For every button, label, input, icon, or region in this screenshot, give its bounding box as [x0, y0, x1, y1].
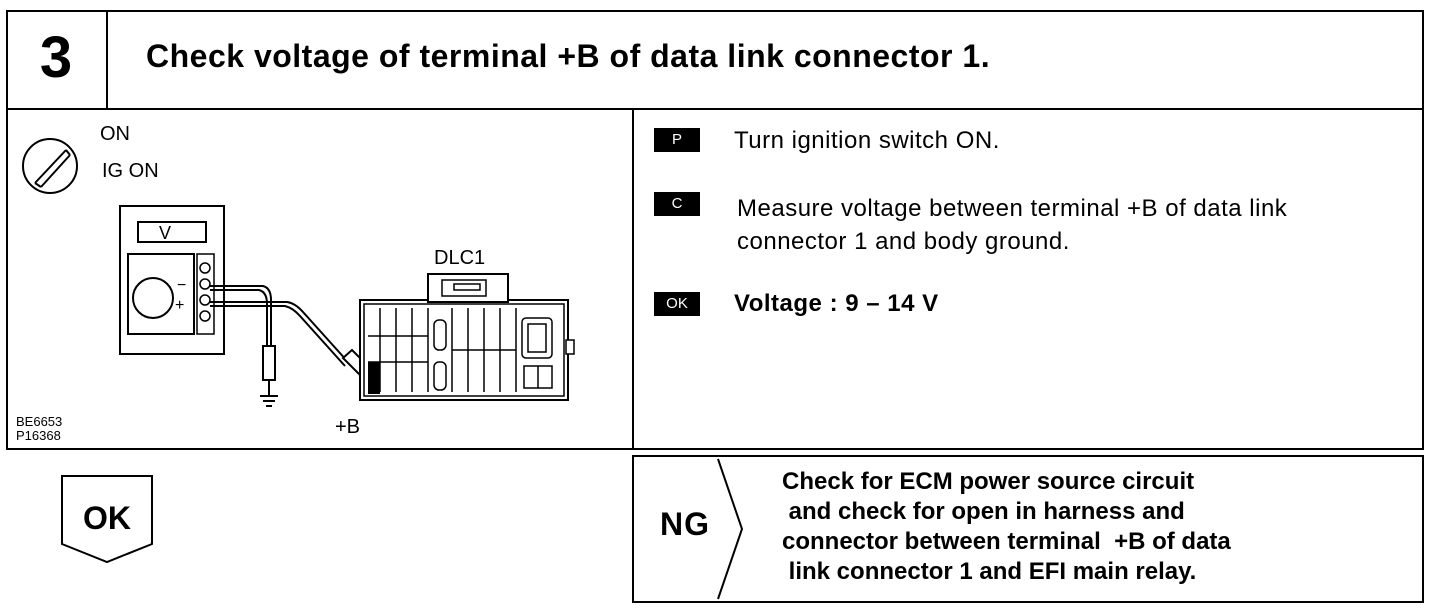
switch-on-label: ON — [100, 123, 130, 145]
meter-plus-label: + — [175, 297, 184, 314]
step-number-box: 3 — [6, 10, 108, 110]
step-title: Check voltage of terminal +B of data lin… — [146, 38, 991, 74]
ng-label: NG — [660, 506, 710, 542]
ignition-switch-icon — [22, 138, 78, 194]
ok-arrow-icon — [61, 475, 153, 564]
wiring-diagram: ON IG ON V − + — [16, 123, 575, 443]
voltage-spec: Voltage : 9 – 14 V — [734, 290, 939, 317]
badge-c: C — [654, 192, 700, 216]
chevron-right-icon — [717, 458, 744, 600]
voltmeter-icon — [119, 205, 225, 355]
column-divider — [632, 108, 634, 450]
ng-result-box — [632, 455, 1424, 603]
ground-probe-icon — [260, 345, 278, 407]
step-p-text: Turn ignition switch ON. — [734, 127, 1000, 154]
dlc1-connector-icon — [359, 273, 575, 401]
ok-label: OK — [83, 500, 131, 536]
probe-leads — [210, 285, 349, 367]
badge-p: P — [654, 128, 700, 152]
ref-code-1: BE6653 — [16, 414, 62, 429]
ref-code-2: P16368 — [16, 428, 61, 443]
step-c-text-line2: connector 1 and body ground. — [737, 228, 1070, 255]
dlc1-label: DLC1 — [434, 247, 485, 269]
meter-unit-label: V — [159, 223, 171, 243]
procedure-frame — [6, 10, 1424, 450]
step-c-text-line1: Measure voltage between terminal +B of d… — [737, 195, 1288, 222]
header-divider — [6, 108, 1424, 110]
terminal-b-label: +B — [335, 416, 360, 438]
step-number: 3 — [39, 25, 73, 90]
meter-minus-label: − — [177, 277, 186, 294]
badge-ok: OK — [654, 292, 700, 316]
switch-ig-on-label: IG ON — [102, 160, 159, 182]
ng-instruction: Check for ECM power source circuit and c… — [782, 468, 1231, 585]
